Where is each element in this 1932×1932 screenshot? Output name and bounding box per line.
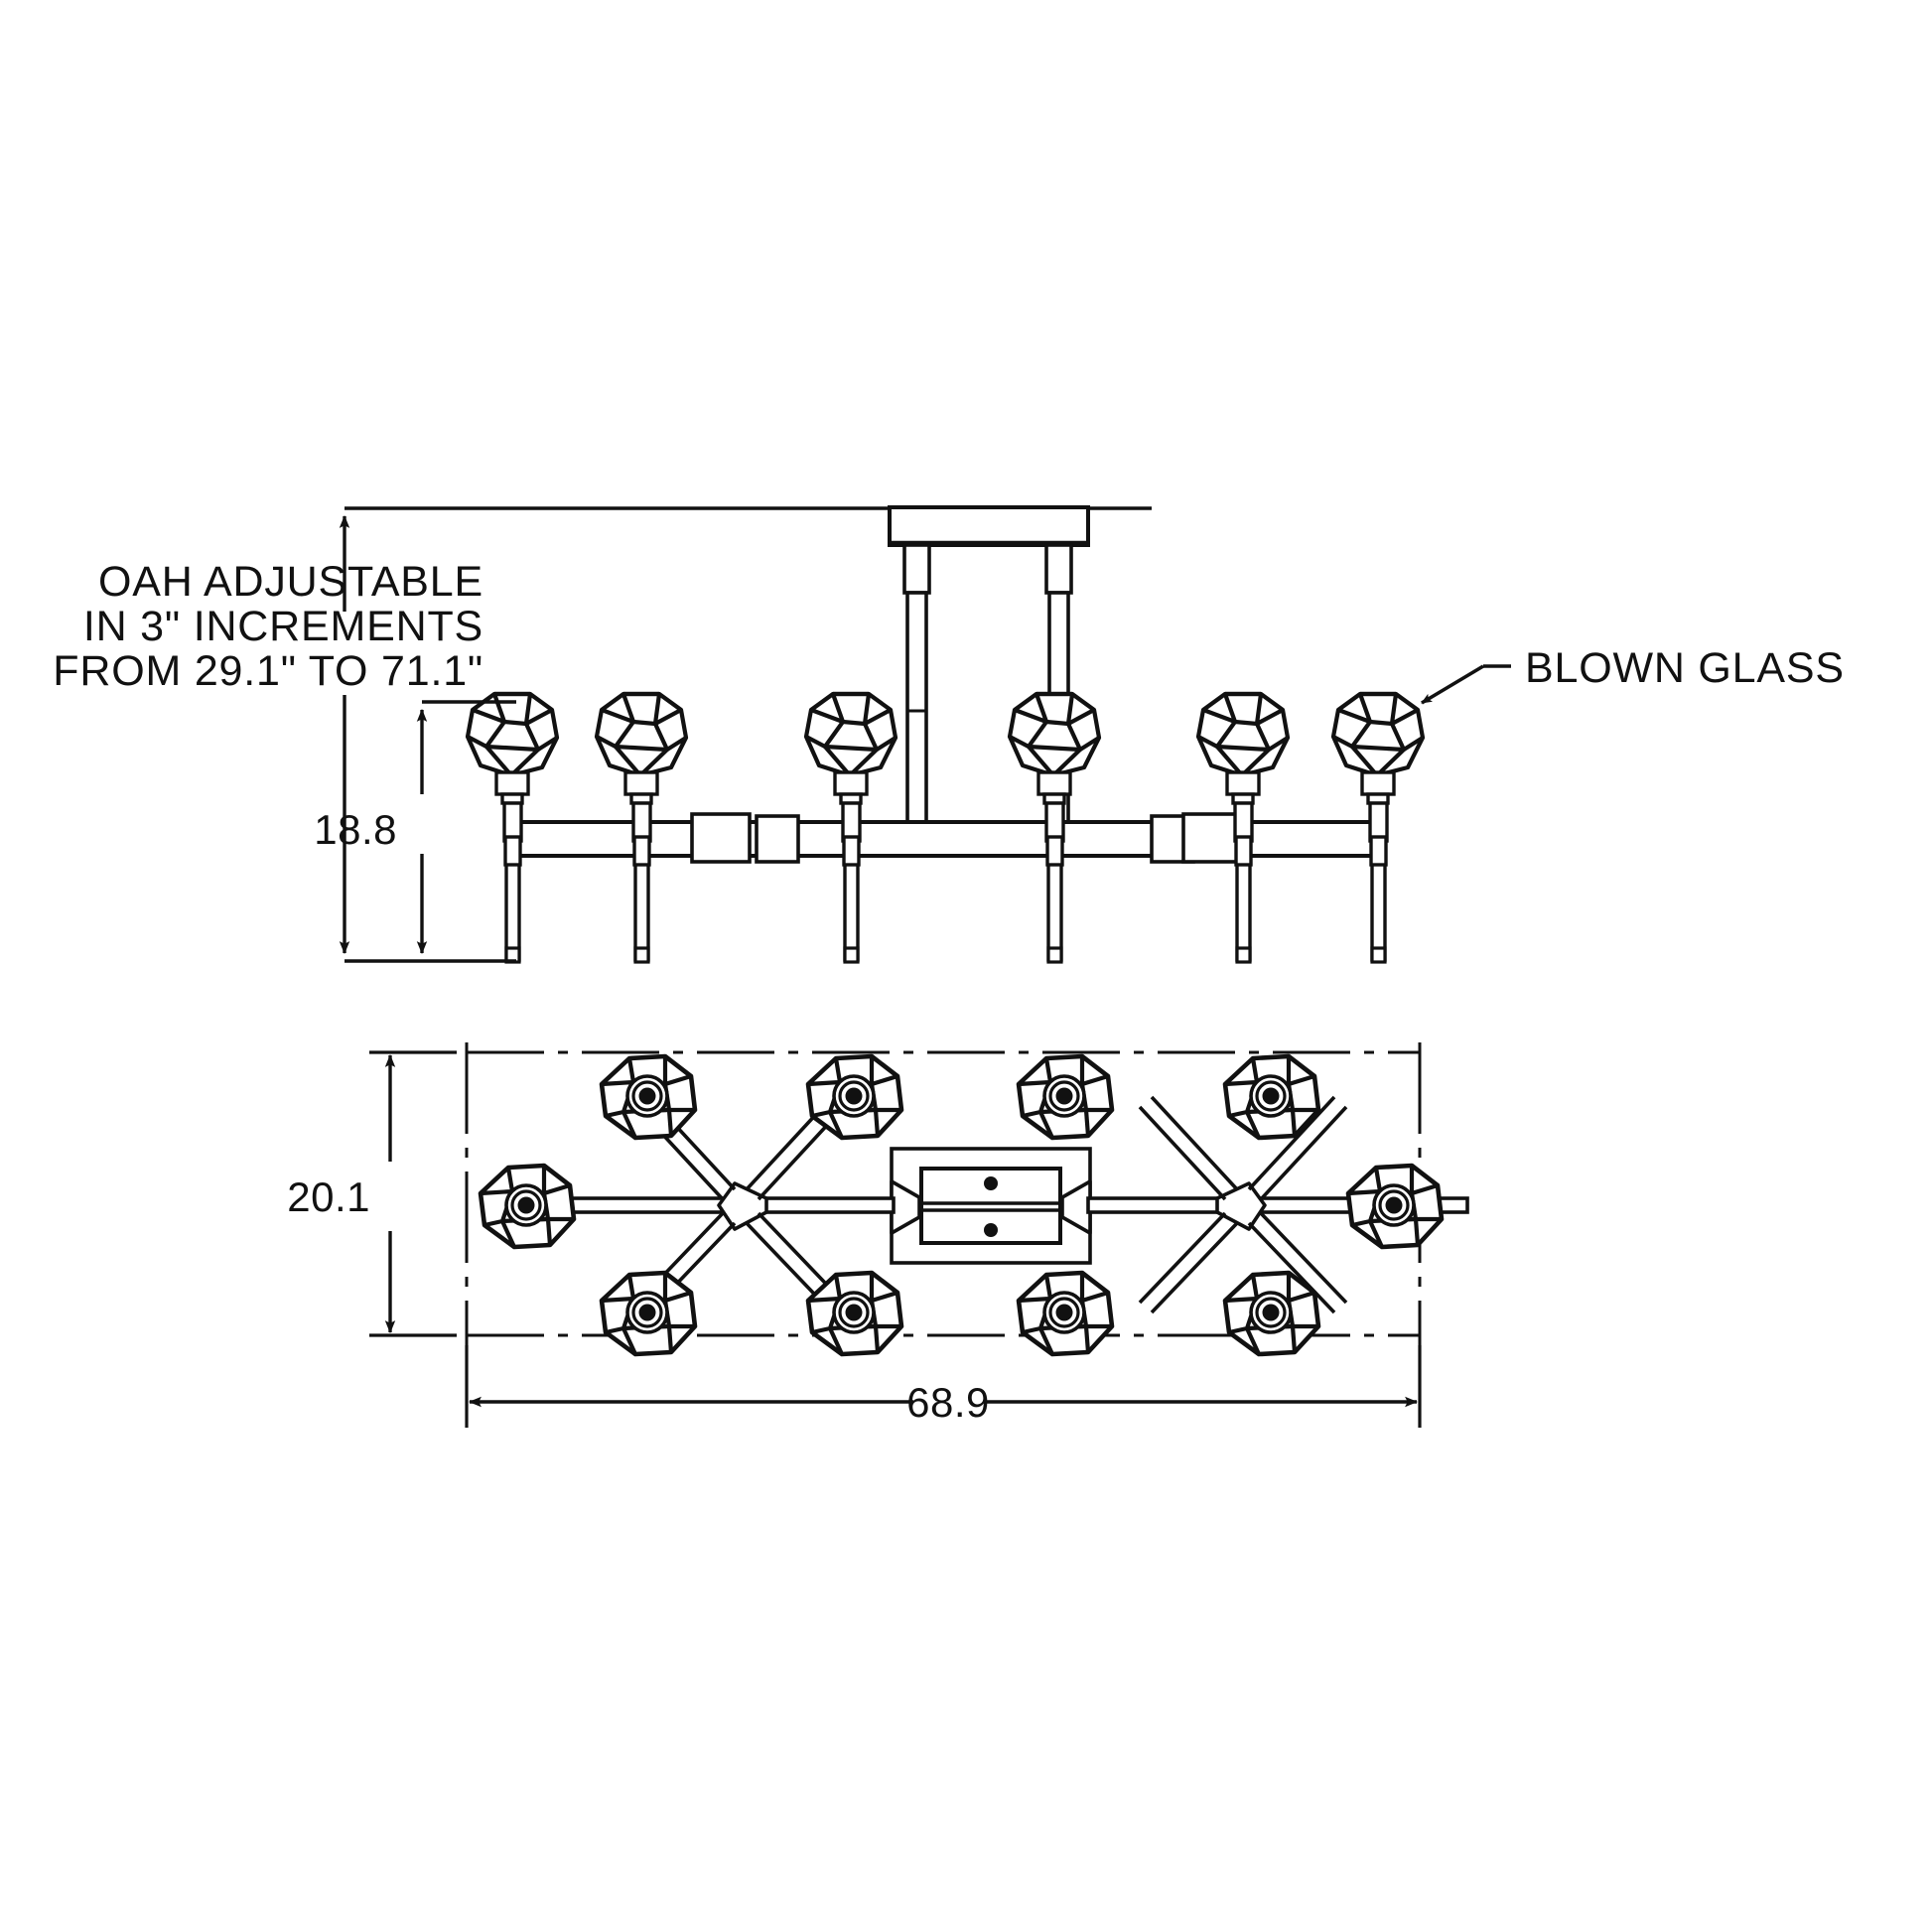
plan-shade-lower-1 bbox=[602, 1273, 695, 1354]
plan-hub-left bbox=[717, 1181, 768, 1231]
plan-shade-end-right bbox=[1348, 1166, 1442, 1247]
plan-shade-lower-4 bbox=[1225, 1273, 1318, 1354]
dimension-plan-width-value: 68.9 bbox=[906, 1379, 990, 1426]
dimension-plan-depth: 20.1 bbox=[287, 1050, 457, 1337]
plan-shade-end-left bbox=[481, 1166, 574, 1247]
pendant-group-2 bbox=[597, 694, 686, 964]
mounting-hole-upper bbox=[984, 1176, 998, 1190]
plan-hub-right bbox=[1215, 1181, 1267, 1231]
canopy bbox=[888, 505, 1152, 547]
note-oah-line3: FROM 29.1" TO 71.1" bbox=[53, 647, 483, 695]
pendant-group-6 bbox=[1333, 694, 1423, 964]
note-oah-adjustable: OAH ADJUSTABLE IN 3" INCREMENTS FROM 29.… bbox=[53, 558, 483, 695]
callout-blown-glass-label: BLOWN GLASS bbox=[1525, 644, 1845, 692]
plan-shade-upper-1 bbox=[602, 1056, 695, 1138]
dimension-plan-depth-value: 20.1 bbox=[287, 1173, 370, 1220]
dimension-plan-width: 68.9 bbox=[465, 1345, 1422, 1428]
plan-shade-upper-2 bbox=[808, 1056, 901, 1138]
note-oah-line1: OAH ADJUSTABLE bbox=[98, 558, 483, 606]
pendant-group-3 bbox=[806, 694, 896, 964]
plan-shade-lower-3 bbox=[1019, 1273, 1112, 1354]
mounting-hole-lower bbox=[984, 1223, 998, 1237]
plan-view: 20.1 68.9 bbox=[287, 1042, 1469, 1428]
note-oah-line2: IN 3" INCREMENTS bbox=[83, 603, 483, 650]
pendant-group-4 bbox=[1010, 694, 1099, 964]
elevation-view: 18.8 OAH ADJUSTABLE IN 3" INCREMENTS FRO… bbox=[53, 505, 1845, 964]
plan-canopy bbox=[890, 1147, 1092, 1265]
dimension-shade-drop: 18.8 bbox=[314, 708, 428, 955]
callout-blown-glass: BLOWN GLASS bbox=[1421, 644, 1845, 705]
dimension-shade-drop-value: 18.8 bbox=[314, 806, 397, 853]
pendant-group-1 bbox=[468, 694, 557, 964]
pendant-group-5 bbox=[1198, 694, 1288, 964]
plan-shade-upper-3 bbox=[1019, 1056, 1112, 1138]
plan-shade-upper-4 bbox=[1225, 1056, 1318, 1138]
plan-shade-lower-2 bbox=[808, 1273, 901, 1354]
